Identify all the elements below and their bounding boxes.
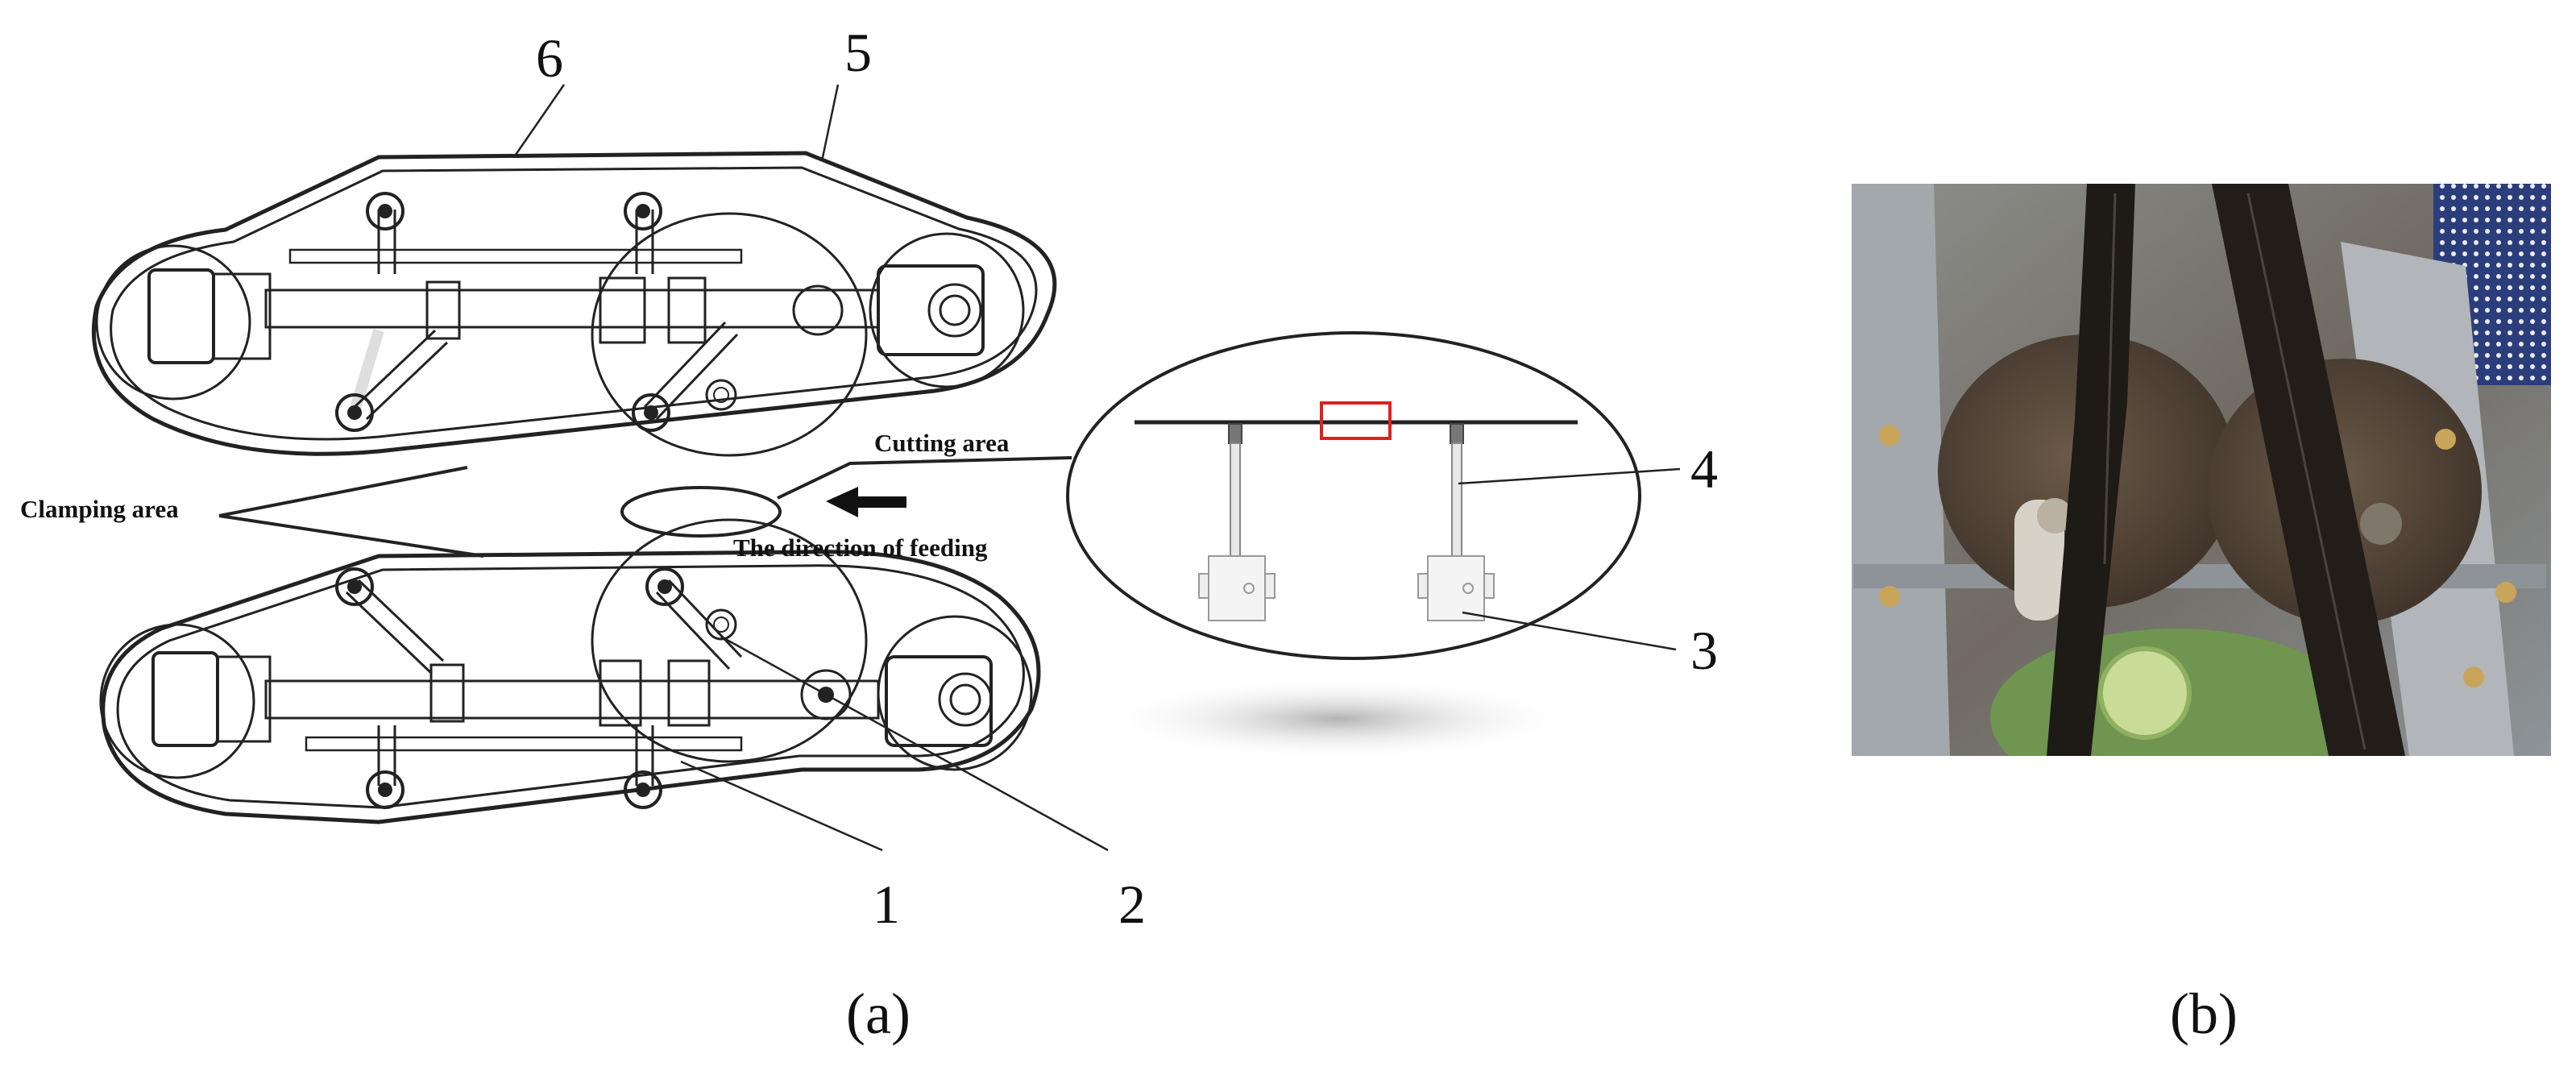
detail-right-motor [1427, 555, 1485, 621]
lower-belt-assembly [99, 550, 1041, 824]
detail-left-motor [1208, 555, 1266, 621]
clamping-area-label: Clamping area [20, 495, 179, 523]
part-number-3: 3 [1690, 620, 1718, 681]
upper-idler-wheels [335, 192, 670, 432]
detail-right-shaft [1451, 442, 1462, 557]
detail-shadow [1096, 677, 1579, 761]
leader-2 [720, 635, 1109, 852]
leader-6 [514, 84, 566, 156]
detail-left-shaft [1230, 442, 1241, 557]
lower-left-motor [151, 651, 219, 747]
detail-circle [1066, 331, 1641, 660]
clamping-area-leader [218, 466, 484, 558]
upper-left-motor [147, 268, 215, 364]
upper-belt-inner [110, 166, 1038, 441]
lower-left-pulley [99, 623, 255, 779]
upper-belt-outer [91, 151, 1057, 456]
leader-3 [1462, 611, 1677, 651]
lower-idler-wheels [335, 567, 684, 809]
leader-4 [1458, 467, 1681, 485]
part-number-5: 5 [844, 22, 872, 83]
photo-right-belt [2212, 184, 2405, 756]
upper-right-pulley [869, 232, 1025, 388]
photo-left-belt [2047, 184, 2135, 756]
upper-guide-rod [288, 248, 743, 264]
part-number-4: 4 [1690, 438, 1718, 500]
cutting-area-ellipse [620, 486, 782, 538]
upper-belt-assembly [91, 151, 1057, 456]
lower-belt-inner [116, 564, 1025, 809]
part-number-1: 1 [873, 874, 900, 935]
upper-cutter-disc [591, 212, 868, 457]
lower-guide-rod [305, 736, 743, 752]
part-number-2: 2 [1118, 874, 1146, 935]
photo-cabbage-head [2098, 646, 2192, 740]
photo-bolts [1879, 425, 2516, 687]
lower-beam [264, 679, 880, 720]
upper-right-motor [877, 264, 985, 356]
caption-a: (a) [846, 982, 911, 1046]
leader-5 [820, 84, 840, 162]
photo-left-frame [1852, 184, 1950, 756]
feeding-direction-arrow-icon [826, 487, 906, 517]
cutting-area-label: Cutting area [874, 429, 1010, 457]
upper-left-pulley [95, 244, 251, 401]
lower-belt-outer [101, 550, 1041, 824]
feeding-direction-label: The direction of feeding [733, 534, 988, 562]
lower-cutter-disc [591, 518, 868, 763]
detail-callout [1066, 331, 1641, 761]
blade-overlap-highlight [1320, 401, 1392, 440]
photo-b [1852, 184, 2551, 756]
part-number-6: 6 [536, 27, 563, 89]
drawing-a: 6 5 4 3 1 2 Clamping area Cutting area T… [20, 22, 1718, 935]
cutting-area-leader [777, 456, 1072, 500]
upper-beam [264, 289, 880, 329]
leader-1 [680, 760, 883, 852]
caption-b: (b) [2170, 982, 2238, 1046]
